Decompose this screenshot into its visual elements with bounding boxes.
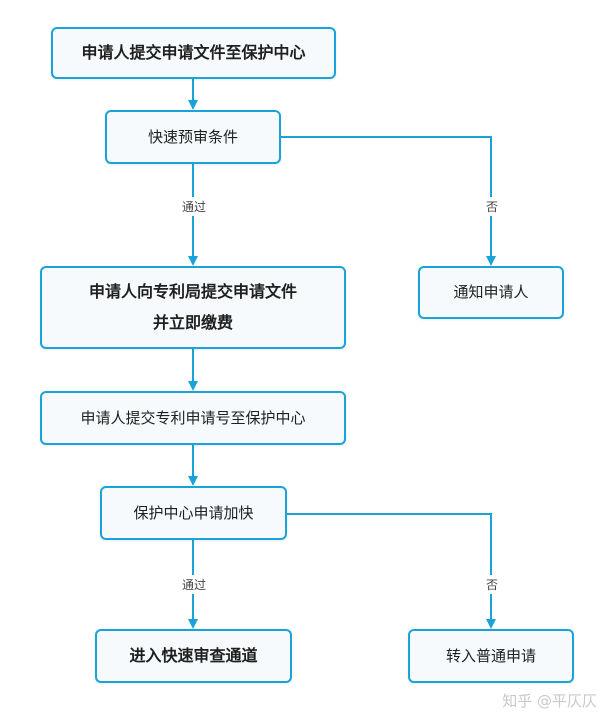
arrow-expedite-fail: [287, 513, 496, 629]
arrow-precheck-fail: [281, 136, 496, 266]
node-submit-number-label: 申请人提交专利申请号至保护中心: [80, 408, 306, 427]
node-center-expedite-label: 保护中心申请加快: [133, 503, 254, 522]
node-fast-precheck: 快速预审条件: [105, 110, 281, 164]
edge-label-precheck-fail: 否: [483, 197, 502, 216]
node-normal-application-label: 转入普通申请: [445, 646, 536, 665]
node-submit-to-center: 申请人提交申请文件至保护中心: [51, 27, 336, 79]
node-submit-number: 申请人提交专利申请号至保护中心: [40, 391, 346, 445]
node-fast-exam-channel: 进入快速审查通道: [95, 629, 292, 683]
node-notify-applicant: 通知申请人: [418, 266, 564, 319]
node-submit-to-office-label: 申请人向专利局提交申请文件 并立即缴费: [88, 282, 297, 332]
node-center-expedite: 保护中心申请加快: [100, 486, 287, 540]
edge-label-expedite-fail: 否: [483, 575, 502, 594]
edge-label-expedite-pass: 通过: [179, 575, 210, 594]
node-fast-exam-channel-label: 进入快速审查通道: [129, 645, 258, 665]
node-fast-precheck-label: 快速预审条件: [147, 127, 238, 146]
edge-label-precheck-pass: 通过: [179, 197, 210, 216]
node-submit-to-center-label: 申请人提交申请文件至保护中心: [81, 42, 306, 62]
watermark-text: 知乎 @平仄仄: [502, 692, 597, 710]
node-normal-application: 转入普通申请: [408, 629, 574, 683]
node-notify-applicant-label: 通知申请人: [453, 283, 529, 302]
node-submit-to-office: 申请人向专利局提交申请文件 并立即缴费: [40, 266, 346, 349]
